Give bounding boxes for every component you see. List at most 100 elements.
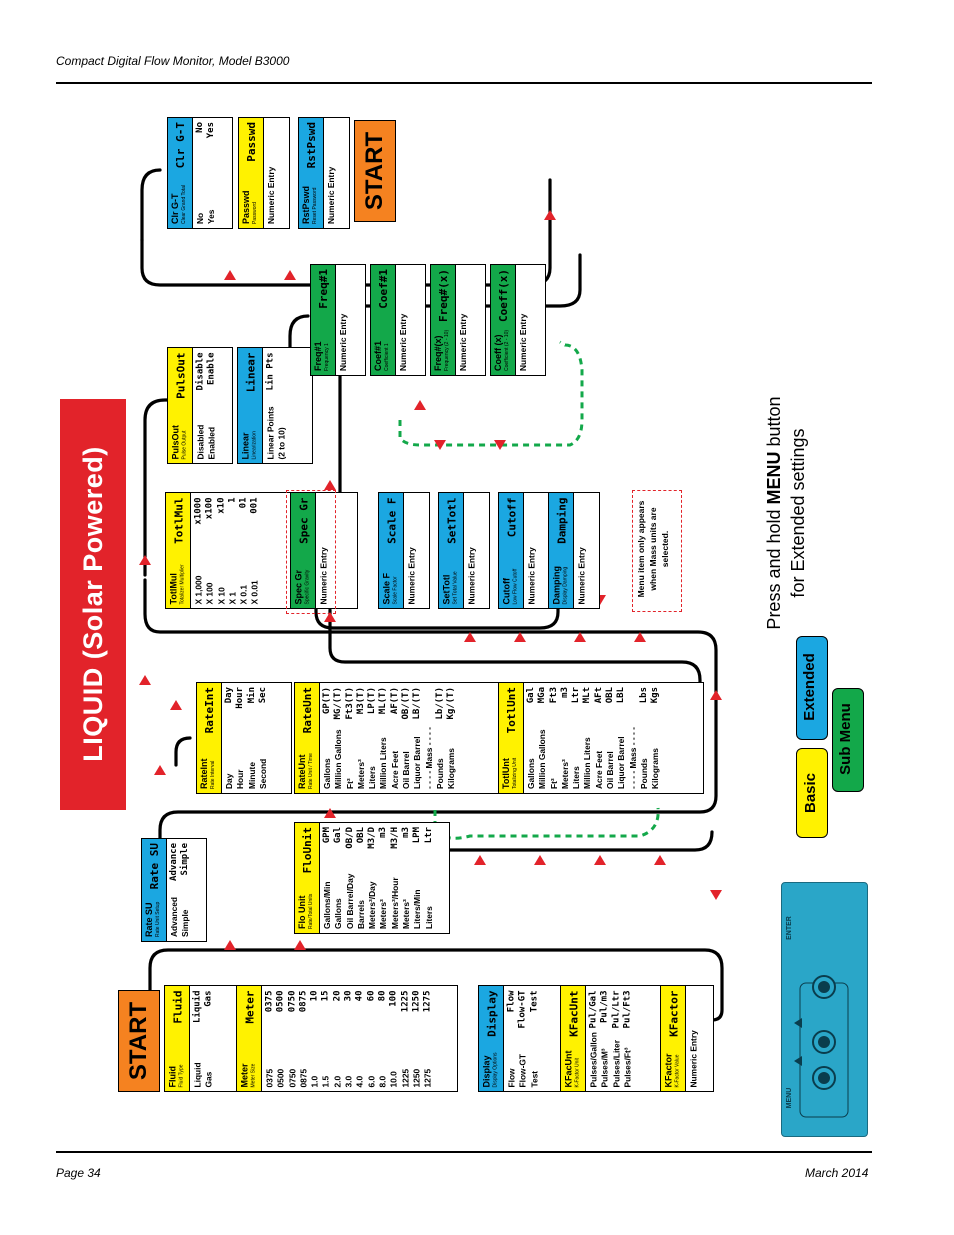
extended-instruction: Press and hold MENU button for Extended … (764, 396, 808, 630)
freq1-subtitle: Frequency 1 (324, 343, 330, 371)
rstpswd-subtitle: Reset Password (312, 187, 318, 224)
linear-subtitle: Linearization (251, 430, 257, 459)
passwd-subtitle: Password (252, 202, 258, 224)
rateint-options: Day Hour Minute Second (224, 758, 268, 789)
kfacunt-option-codes: Pul/Gal Pul/m3 Pul/Ltr Pul/Ft3 (588, 990, 632, 1028)
kfacunt-title: KFacUnt (563, 1049, 573, 1087)
clrgt-option-codes: No Yes (195, 122, 217, 139)
kfacunt-options: Pulses/Gallon Pulses/M³ Pulses/Liter Pul… (588, 1031, 632, 1087)
start-label-left: START (118, 990, 160, 1092)
rstpswd-options-group: Numeric Entry (323, 118, 349, 228)
coefx-title: Coeff (x) (493, 334, 503, 372)
coefx-subtitle: Coefficient (2 - 10) (504, 329, 510, 371)
footer-rule (56, 1151, 872, 1153)
kfactor-subtitle: K-Factor Value (674, 1054, 680, 1087)
coef1-options: Numeric Entry (398, 313, 408, 371)
coefx-options-group: Numeric Entry (515, 265, 545, 375)
flounit-title: Flo Unit (297, 895, 307, 930)
passwd-title: Passwd (241, 190, 251, 224)
passwd-options: Numeric Entry (266, 166, 276, 224)
damping-code: Damping (554, 497, 568, 544)
scalef-options: Numeric Entry (406, 546, 416, 604)
rateunt-title: RateUnt (297, 754, 307, 789)
meter-options-group: 0375 0500 0750 0875 1.0 1.5 2.0 3.0 4.0 … (261, 986, 457, 1091)
rateint-options-group: Day Hour Minute Second Day Hour Min Sec (221, 683, 291, 793)
cutoff-options-group: Numeric Entry (523, 493, 549, 608)
coefx-code: Coeff(x) (496, 269, 510, 322)
rateint-subtitle: Rate Interval (210, 760, 216, 789)
document-header: Compact Digital Flow Monitor, Model B300… (56, 54, 290, 68)
totlmul-code: TotlMul (171, 497, 185, 544)
coefx-options: Numeric Entry (518, 313, 528, 371)
meter-code: Meter (242, 990, 256, 1024)
cutoff-options: Numeric Entry (526, 546, 536, 604)
settotl-code: SetTotl (444, 497, 458, 544)
ratesu-title: Rate SU (144, 902, 154, 937)
totlmul-title: TotlMul (168, 572, 178, 604)
totlunt-options: Gallons Million Gallons Ft³ Meters³ Lite… (526, 727, 661, 789)
flounit-options-group: Gallons/Min Gallons Oil Barrel/Day Barre… (319, 823, 449, 933)
legend-extended: Extended (796, 636, 828, 740)
totlunt-options-group: Gallons Million Gallons Ft³ Meters³ Lite… (523, 683, 703, 793)
rstpswd-code: RstPswd (304, 122, 318, 169)
flounit-options: Gallons/Min Gallons Oil Barrel/Day Barre… (322, 873, 434, 929)
coef1-code: Coef#1 (376, 269, 390, 309)
flounit-code: FloUnit (300, 827, 314, 874)
kfacunt-subtitle: K-Factor Unit (574, 1057, 580, 1087)
kfactor-code: KFactor (666, 990, 680, 1037)
clrgt-options-group: No Yes No Yes (192, 118, 232, 228)
linear-option-codes: Lin Pts (265, 352, 275, 390)
ratesu-code: Rate SU (147, 843, 161, 890)
freqx-code: Freq#(x) (436, 269, 450, 322)
display-subtitle: Display Options (492, 1051, 498, 1087)
pulsout-subtitle: Pulse Output (181, 430, 187, 459)
clrgt-title: Clr G-T (170, 193, 180, 225)
fluid-title: Fluid (167, 1065, 177, 1088)
passwd-code: Passwd (244, 122, 258, 162)
legend-sub-menu: Sub Menu (832, 688, 864, 792)
coefx-title-group: Coeff (x)Coefficient (2 - 10) Coeff(x) (491, 265, 515, 375)
totlmul-subtitle: Totalizer Multiplier (179, 563, 185, 604)
clrgt-options: No Yes (195, 209, 217, 224)
damping-title: Damping (551, 565, 561, 604)
linear-options-group: Linear Points (2 to 10)Lin Pts (262, 348, 312, 463)
rateint-option-codes: Day Hour Min Sec (224, 687, 268, 709)
freqx-title-strip: Freq#(x)Frequency (2 - 10)Freq#(x) (431, 265, 456, 375)
display-title: Display (481, 1054, 491, 1087)
freqx-title-group: Freq#(x)Frequency (2 - 10)Freq#(x) (431, 265, 455, 375)
rateunt-code: RateUnt (300, 687, 314, 734)
device-menu-label: MENU (786, 1087, 793, 1109)
freq1-options-group: Numeric Entry (335, 265, 365, 375)
